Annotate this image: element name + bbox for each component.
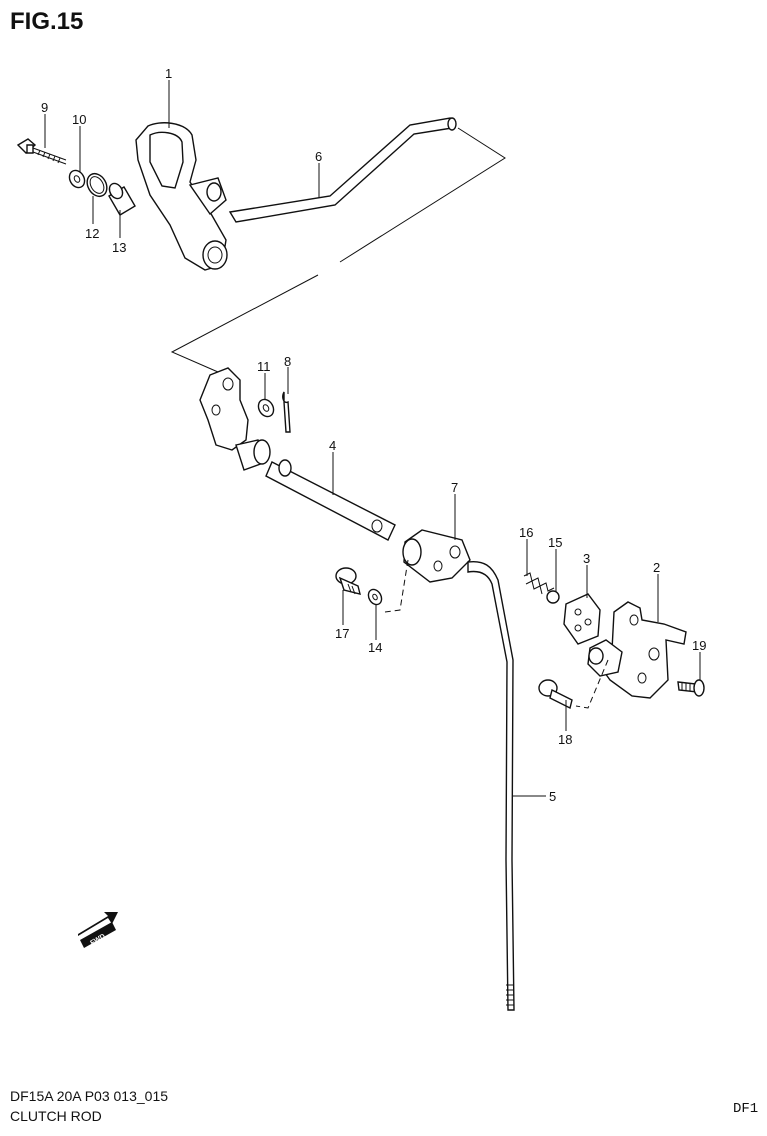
callout-15: 15 [548, 535, 562, 550]
screw-part-18 [538, 679, 573, 710]
collar-part-13 [108, 182, 136, 216]
lower-rod-part-5 [467, 560, 515, 1011]
callout-9: 9 [41, 100, 48, 115]
callout-19: 19 [692, 638, 706, 653]
footer-corner-code: DF1 [733, 1101, 759, 1117]
callout-10: 10 [72, 112, 86, 127]
callout-12: 12 [85, 226, 99, 241]
callout-leaders [44, 80, 701, 797]
cotter-pin-part-8 [282, 391, 291, 433]
callout-13: 13 [112, 240, 126, 255]
bolt-part-9 [16, 138, 67, 165]
callout-8: 8 [284, 354, 291, 369]
callout-11: 11 [257, 359, 271, 374]
callout-6: 6 [315, 149, 322, 164]
shaft-part-4 [235, 439, 396, 541]
washer-part-14 [367, 588, 383, 606]
ring-part-12 [86, 172, 108, 198]
callout-3: 3 [583, 551, 590, 566]
fwd-arrow-icon: FWD [78, 912, 118, 948]
callout-7: 7 [451, 480, 458, 495]
washer-part-11 [257, 398, 275, 418]
figure-title: FIG.15 [10, 8, 84, 35]
clutch-lever-part-1 [135, 122, 228, 271]
guide-dash-line-joint [384, 559, 409, 613]
shaft-lever-arm [199, 367, 249, 451]
washer-part-10 [68, 169, 86, 189]
detent-plate-part-3 [563, 593, 601, 645]
callout-4: 4 [329, 438, 336, 453]
rod-joint-part-7 [402, 529, 471, 583]
screw-part-17 [335, 567, 361, 595]
spring-part-16 [523, 572, 555, 595]
callout-5: 5 [549, 789, 556, 804]
footer-caption: CLUTCH ROD [10, 1108, 102, 1124]
upper-rod-part-6 [228, 117, 457, 223]
callout-2: 2 [653, 560, 660, 575]
callout-16: 16 [519, 525, 533, 540]
perspective-box-outline [170, 127, 506, 373]
screw-part-19 [677, 679, 705, 697]
guide-dash-line-bracket [575, 659, 609, 709]
shift-bracket-part-2 [587, 601, 687, 699]
callout-17: 17 [335, 626, 349, 641]
callout-18: 18 [558, 732, 572, 747]
ball-part-15 [546, 590, 560, 604]
callout-1: 1 [165, 66, 172, 81]
callout-14: 14 [368, 640, 382, 655]
footer-model-line: DF15A 20A P03 013_015 [10, 1088, 169, 1104]
